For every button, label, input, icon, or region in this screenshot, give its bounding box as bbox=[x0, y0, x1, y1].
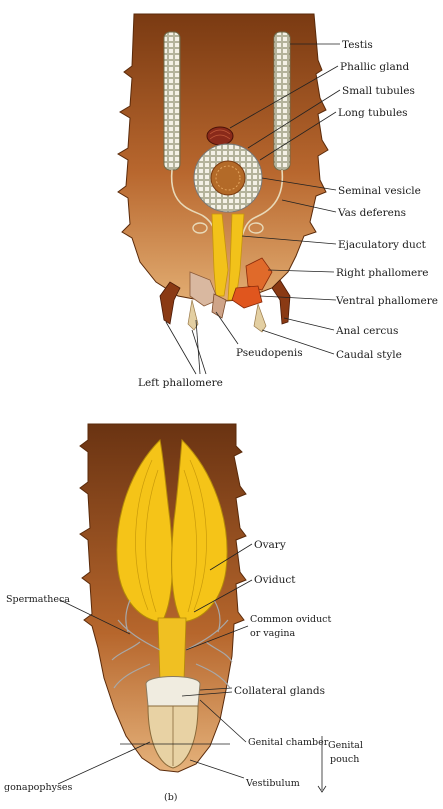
genital-chamber-shape bbox=[146, 677, 200, 707]
label-left-phallomere: Left phallomere bbox=[138, 377, 223, 389]
figure-b: Ovary Oviduct Spermatheca Common oviduct… bbox=[4, 424, 363, 803]
label-seminal-vesicle: Seminal vesicle bbox=[338, 185, 421, 197]
figure-b-caption: (b) bbox=[164, 792, 178, 803]
label-long-tubules: Long tubules bbox=[338, 107, 408, 119]
label-pseudopenis: Pseudopenis bbox=[236, 347, 303, 359]
label-phallic-gland: Phallic gland bbox=[340, 61, 409, 73]
common-oviduct bbox=[158, 618, 186, 680]
right-anal-cercus bbox=[272, 280, 290, 324]
left-anal-cercus bbox=[160, 282, 180, 324]
label-caudal-style: Caudal style bbox=[336, 349, 402, 361]
label-vas-deferens: Vas deferens bbox=[337, 207, 406, 219]
label-common-oviduct-1: Common oviduct bbox=[250, 614, 332, 625]
label-ventral-phallomere: Ventral phallomere bbox=[335, 295, 438, 307]
label-anal-cercus: Anal cercus bbox=[335, 325, 398, 337]
label-oviduct: Oviduct bbox=[254, 574, 296, 586]
ventral-phallomere-shape bbox=[232, 286, 262, 308]
label-ovary: Ovary bbox=[254, 539, 286, 551]
label-genital-pouch-1: Genital bbox=[328, 740, 363, 751]
label-testis: Testis bbox=[342, 39, 373, 51]
left-testis bbox=[164, 32, 180, 170]
label-ejaculatory-duct: Ejaculatory duct bbox=[338, 239, 427, 251]
label-vestibulum: Vestibulum bbox=[245, 778, 300, 789]
label-genital-chamber: Genital chamber bbox=[248, 737, 329, 748]
label-gonapophyses: gonapophyses bbox=[4, 782, 72, 793]
right-caudal-style bbox=[254, 304, 266, 332]
label-genital-pouch-2: pouch bbox=[330, 754, 359, 765]
label-common-oviduct-2: or vagina bbox=[250, 628, 296, 639]
label-collateral-glands: Collateral glands bbox=[234, 685, 325, 697]
label-right-phallomere: Right phallomere bbox=[336, 267, 429, 279]
label-spermatheca: Spermatheca bbox=[6, 594, 70, 605]
label-small-tubules: Small tubules bbox=[342, 85, 415, 97]
figure-a: Testis Phallic gland Small tubules Long … bbox=[118, 14, 438, 389]
